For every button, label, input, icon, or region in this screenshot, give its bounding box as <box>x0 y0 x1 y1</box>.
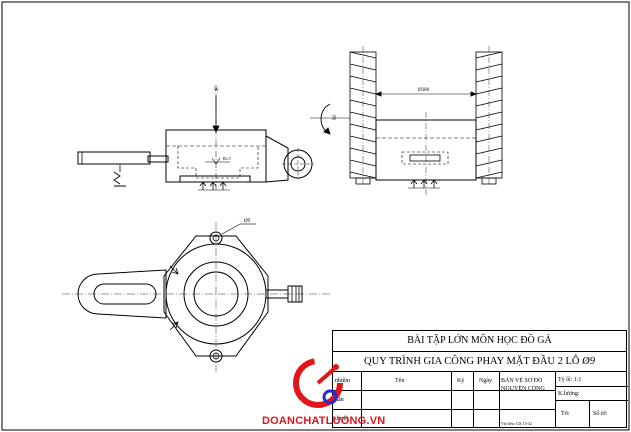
sheet-label: Tờ: <box>561 411 570 417</box>
front-view: W R2.5 <box>77 85 314 192</box>
drawing-type-2: NGUYÊN CÔNG <box>501 386 545 392</box>
left-arm <box>77 269 167 319</box>
sheets-label: Số tờ: <box>593 411 608 417</box>
force-label: W <box>214 88 219 93</box>
title-line-1: BÀI TẬP LỚN MÔN HỌC ĐỒ GÁ <box>333 331 626 352</box>
title-block: BÀI TẬP LỚN MÔN HỌC ĐỒ GÁ QUY TRÌNH GIA … <box>332 330 628 428</box>
watermark-text: DOANCHATLUONG.VN <box>262 415 386 427</box>
watermark-logo-icon <box>293 358 343 408</box>
left-shaft <box>77 151 151 165</box>
title-line-2-symbol: Ø9 <box>582 356 595 367</box>
title-line-2-text: QUY TRÌNH GIA CÔNG PHAY MẶT ĐẦU 2 LỖ <box>364 356 580 367</box>
arbor-dimension: Ø386 <box>418 88 430 93</box>
locating-arrows-side <box>408 179 440 189</box>
hole-dimension: Ø9 <box>244 219 251 224</box>
title-block-grid: nhiệm dẫn duyệt Tên Ký Ngày BẢN VẼ SƠ ĐỒ… <box>333 372 628 428</box>
col-ngay: Ngày <box>479 378 492 384</box>
row-label-2: dẫn <box>335 397 344 403</box>
main-bore <box>193 271 239 317</box>
side-view: Ø386 90 <box>310 46 503 196</box>
locating-arrows-front <box>198 181 230 191</box>
title-line-2: QUY TRÌNH GIA CÔNG PHAY MẶT ĐẦU 2 LỖ Ø9 <box>333 352 626 372</box>
small-dim: R2.5 <box>223 156 231 161</box>
hole-top <box>209 231 223 245</box>
scale: Tỷ lệ: 1:1 <box>558 377 582 383</box>
row-label-3: duyệt <box>335 416 349 422</box>
row-label-1: nhiệm <box>335 378 350 384</box>
col-ky: Ký <box>457 378 465 384</box>
flange-outline <box>163 235 269 357</box>
top-view: Ø9 <box>62 219 330 372</box>
col-ten: Tên <box>395 378 405 384</box>
right-cutter <box>475 46 503 186</box>
angle-label: 90 <box>333 115 338 121</box>
mass: K.lượng: <box>558 391 580 397</box>
left-cutter <box>349 46 377 186</box>
hole-bottom <box>209 349 223 363</box>
material-note: Vật liệu: GX 15-32 <box>501 421 532 426</box>
drawing-type: BẢN VẼ SƠ ĐỒ <box>501 378 543 384</box>
